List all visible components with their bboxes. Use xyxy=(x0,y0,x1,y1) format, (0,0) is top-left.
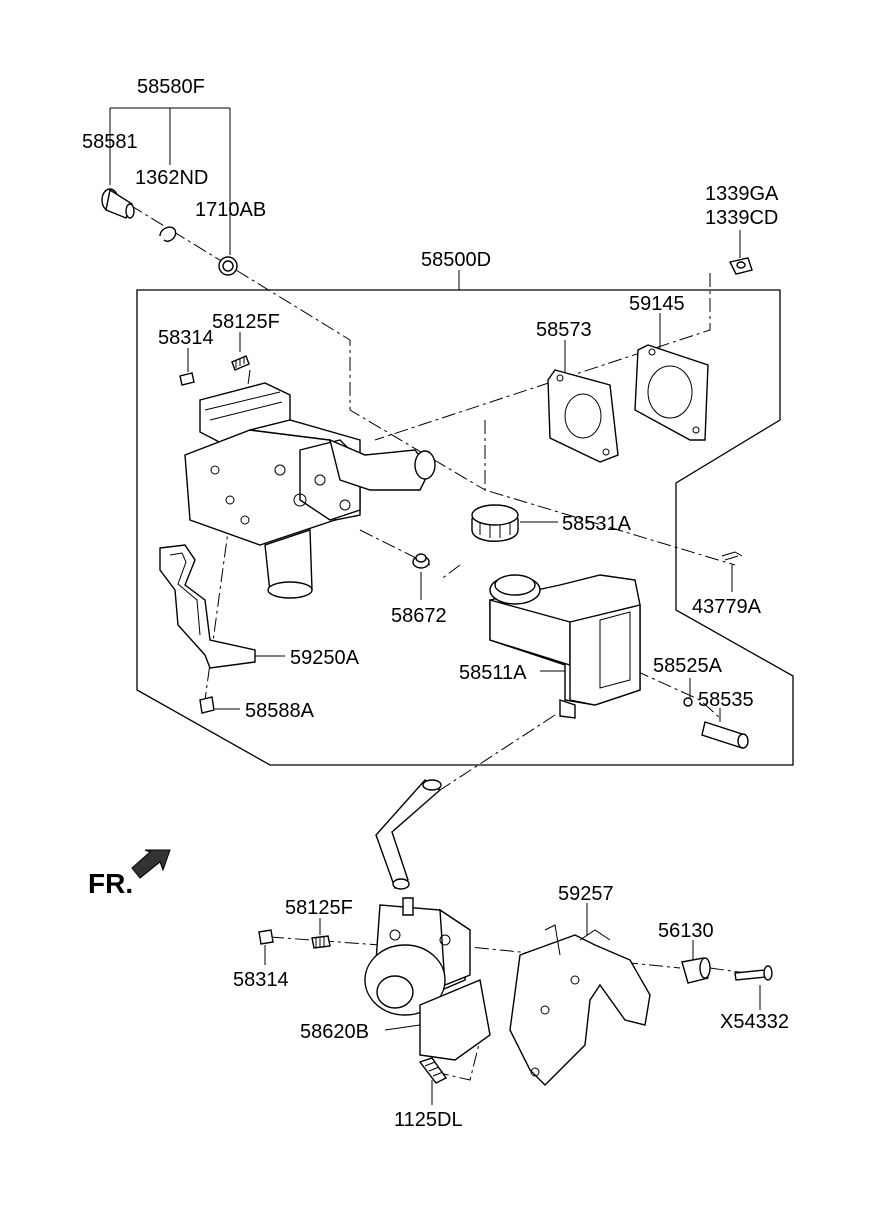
bolt-58125F-lower-icon xyxy=(311,935,331,949)
label-1710AB: 1710AB xyxy=(195,199,266,221)
bolt-X54332-icon xyxy=(734,965,773,981)
label-59257: 59257 xyxy=(558,883,614,905)
label-58672: 58672 xyxy=(391,605,447,627)
clip-58525A-icon xyxy=(683,697,693,707)
label-58125F-top: 58125F xyxy=(212,311,280,333)
label-59145: 59145 xyxy=(629,293,685,315)
label-X54332: X54332 xyxy=(720,1011,789,1033)
bolt-58588A-icon xyxy=(199,696,215,714)
pin-58581-icon xyxy=(101,188,135,219)
label-1362ND: 1362ND xyxy=(135,167,208,189)
label-58511A: 58511A xyxy=(459,662,527,684)
bracket-59250A-icon xyxy=(159,544,256,669)
label-1339CD: 1339CD xyxy=(705,207,778,229)
label-56130: 56130 xyxy=(658,920,714,942)
seal-58672-icon xyxy=(412,553,430,569)
part-labels: 58580F 58581 1362ND 1710AB 1339GA 1339CD… xyxy=(82,76,789,1131)
label-58525A: 58525A xyxy=(653,655,723,677)
motor-pump-icon xyxy=(364,897,491,1061)
label-58620B: 58620B xyxy=(300,1021,369,1043)
label-58588A: 58588A xyxy=(245,700,315,722)
bolt-58125F-icon xyxy=(231,355,250,371)
bushing-56130-icon xyxy=(681,957,711,984)
label-43779A: 43779A xyxy=(692,596,762,618)
label-58531A: 58531A xyxy=(562,513,632,535)
reservoir-cap-icon xyxy=(471,504,519,542)
bolt-1125DL-icon xyxy=(418,1057,448,1084)
label-1339GA: 1339GA xyxy=(705,183,779,205)
label-58314-bottom: 58314 xyxy=(233,969,289,991)
pin-43779A-icon xyxy=(721,551,743,561)
bolt-58535-icon xyxy=(701,721,749,749)
label-58580F: 58580F xyxy=(137,76,205,98)
reservoir-icon xyxy=(489,574,641,719)
label-59250A: 59250A xyxy=(290,647,360,669)
hydraulic-unit-icon xyxy=(184,382,436,599)
label-front-direction: FR. xyxy=(88,868,133,899)
bolt-58314-icon xyxy=(179,372,195,386)
clip-1362ND-icon xyxy=(159,226,177,242)
label-1125DL: 1125DL xyxy=(394,1109,463,1131)
label-58314-top: 58314 xyxy=(158,327,214,349)
hose-icon xyxy=(375,779,442,890)
washer-1710AB-icon xyxy=(218,256,238,276)
bracket-59257-icon xyxy=(509,924,651,1086)
gasket-58573-icon xyxy=(547,369,619,463)
label-58535: 58535 xyxy=(698,689,754,711)
bolt-58314-lower-icon xyxy=(258,929,274,945)
label-58581: 58581 xyxy=(82,131,138,153)
assembly-boundary xyxy=(136,289,794,766)
front-direction-arrow-icon xyxy=(131,849,171,879)
label-58500D: 58500D xyxy=(421,249,491,271)
gasket-59145-icon xyxy=(634,344,709,441)
nut-1339-icon xyxy=(728,257,753,275)
label-58573: 58573 xyxy=(536,319,592,341)
label-58125F-bottom: 58125F xyxy=(285,897,353,919)
